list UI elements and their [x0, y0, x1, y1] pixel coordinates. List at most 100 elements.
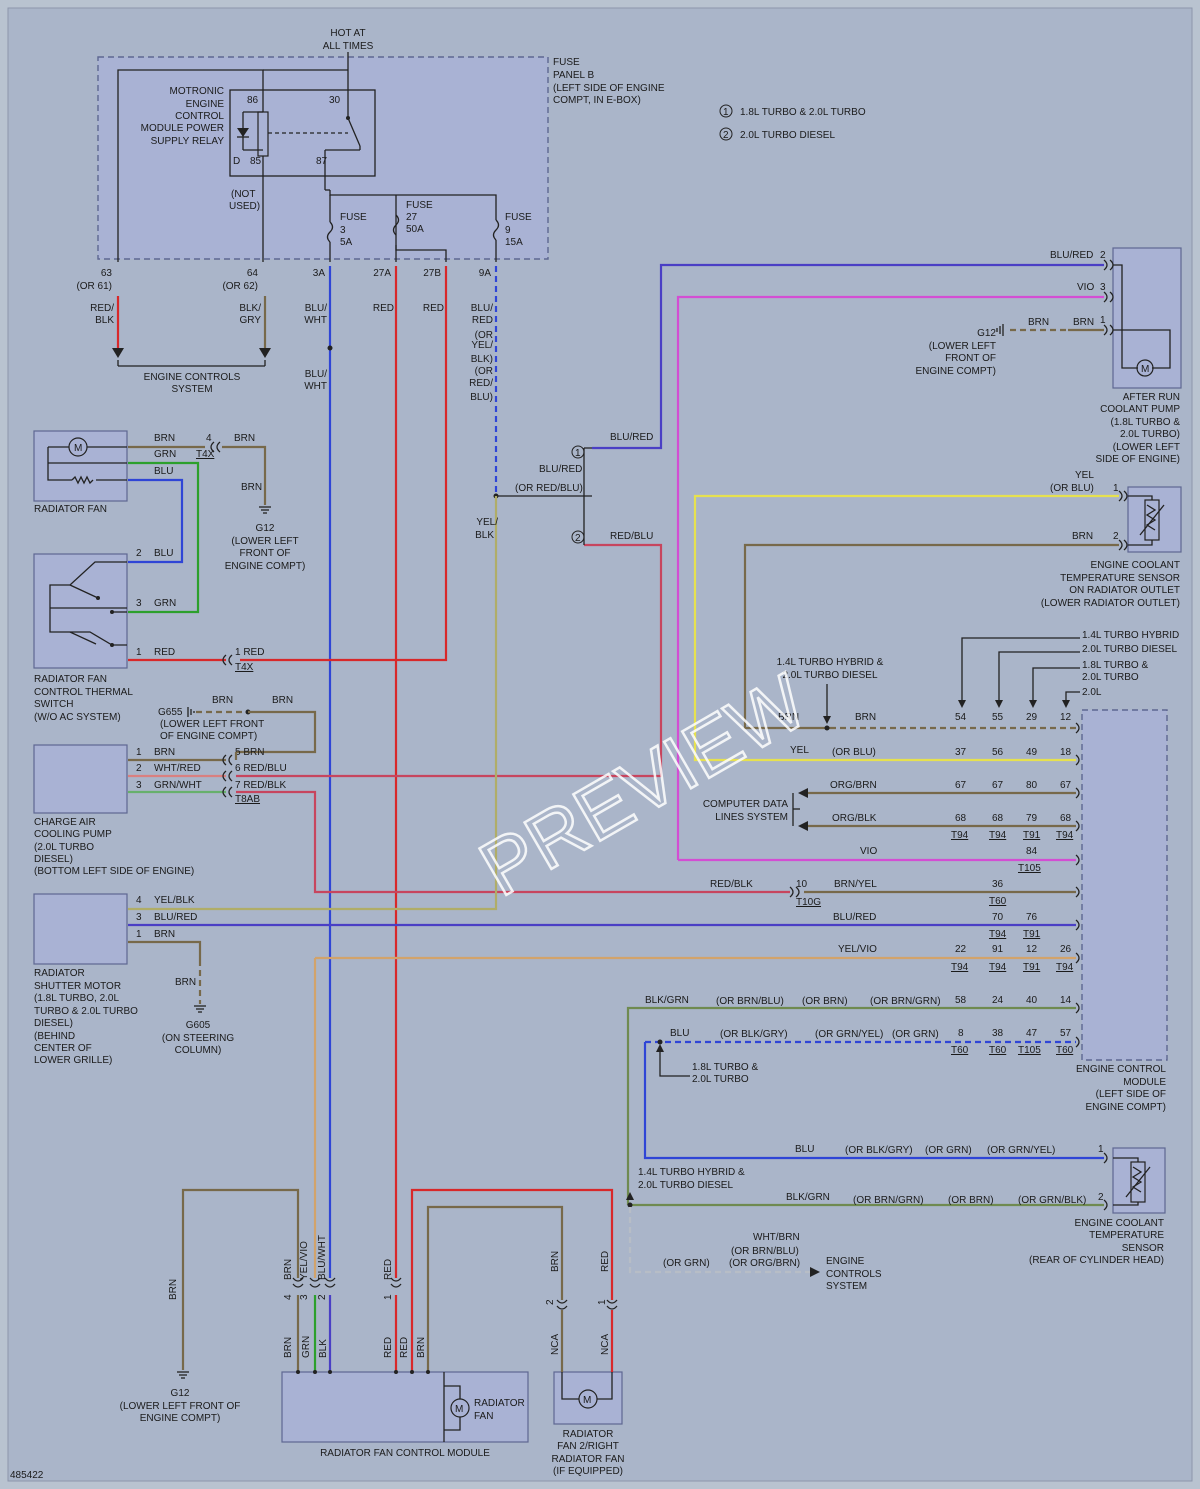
e2-r2-2: (OR BRN/GRN): [853, 1195, 924, 1206]
w9a-7: RED/: [469, 378, 493, 389]
ts-w3: GRN: [154, 598, 176, 609]
ecm-obk-c2: T94: [989, 830, 1007, 841]
sm-w5: BRN: [175, 977, 196, 988]
e2-r1-2: (OR BLK/GRY): [845, 1145, 913, 1156]
split-w-a: BLU/RED: [610, 432, 653, 443]
fan2-label-1: RADIATOR: [563, 1429, 614, 1440]
fuse-panel-label-2: PANEL B: [553, 70, 594, 81]
term-27a: 27A: [373, 268, 391, 279]
fuse9-l2: 9: [505, 225, 511, 236]
fcm-label: RADIATOR FAN CONTROL MODULE: [320, 1448, 490, 1459]
g655-l3: OF ENGINE COMPT): [160, 731, 257, 742]
doc-id: 485422: [10, 1470, 44, 1481]
relay-box: [229, 89, 376, 177]
cp-w1: BRN: [154, 747, 175, 758]
ecm-yv-c3: T91: [1023, 962, 1041, 973]
ecm-bl-or3: (OR GRN): [892, 1029, 939, 1040]
pin-86: 86: [247, 95, 259, 106]
fcm-pin4: 4: [283, 1294, 294, 1300]
fuse27-l2: 27: [406, 212, 418, 223]
ts-p1: 1: [136, 647, 142, 658]
fan2-nca1: NCA: [550, 1334, 561, 1355]
hot-label-1: HOT AT: [330, 28, 365, 39]
ecm-bg-or2: (OR BRN): [802, 996, 848, 1007]
ecm-bl-57: 57: [1060, 1028, 1072, 1039]
e2-r1-4: (OR GRN/YEL): [987, 1145, 1055, 1156]
ecm-ob-2: 67: [992, 780, 1004, 791]
g655-l1: G655: [158, 707, 183, 718]
ap-label-6: SIDE OF ENGINE): [1096, 454, 1180, 465]
ecm-v14-2: 2.0L TURBO DIESEL: [782, 670, 877, 681]
g605-3: COLUMN): [175, 1045, 222, 1056]
g605-1: G605: [186, 1020, 211, 1031]
fcm-fan-1: RADIATOR: [474, 1398, 525, 1409]
e1-w1: YEL: [1075, 470, 1094, 481]
w3a-1: BLU/: [305, 303, 327, 314]
e1-label-1: ENGINE COOLANT: [1091, 560, 1180, 571]
w9a-8: BLU): [470, 392, 493, 403]
legend-text-1: 1.8L TURBO & 2.0L TURBO: [740, 107, 866, 118]
ap-label-5: (LOWER LEFT: [1113, 442, 1180, 453]
fuse-panel-label-3: (LEFT SIDE OF ENGINE: [553, 83, 665, 94]
fcm-bot-5: RED: [399, 1337, 410, 1358]
ts-t4x: T4X: [235, 662, 254, 673]
ecm-yv-c4: T94: [1056, 962, 1074, 973]
shutter-motor: 4 YEL/BLK 3 BLU/RED 1 BRN BRN G605 (ON S…: [33, 496, 1076, 1066]
sm-label-3: (1.8L TURBO, 2.0L: [34, 993, 119, 1004]
cp-p3: 3: [136, 780, 142, 791]
fuse3-l2: 3: [340, 225, 346, 236]
fcm-g12-3: ENGINE COMPT): [140, 1413, 221, 1424]
sm-label-8: LOWER GRILLE): [34, 1055, 112, 1066]
e2-label-3: SENSOR: [1122, 1243, 1164, 1254]
ecm-ob-4: 67: [1060, 780, 1072, 791]
ap-w1b: BRN: [1073, 317, 1094, 328]
fuse9-l3: 15A: [505, 237, 523, 248]
pin-d: D: [233, 156, 240, 167]
pin-87: 87: [316, 156, 328, 167]
after-run-pump: BLU/RED 2 VIO 3 BRN BRN 1 M G12 (LOWER L…: [915, 247, 1182, 465]
ts-w2: BLU: [154, 548, 173, 559]
ecm-bl-38: 38: [992, 1028, 1004, 1039]
radiator-fan-control-module: M RADIATOR FAN RADIATOR FAN CONTROL MODU…: [120, 958, 614, 1459]
cp-label-4: DIESEL): [34, 854, 73, 865]
ts-p1b: 1 RED: [235, 647, 264, 658]
e2-ecs-3: SYSTEM: [826, 1281, 867, 1292]
e1-w2: BRN: [1072, 531, 1093, 542]
term-3a: 3A: [313, 268, 326, 279]
g655-w1: BRN: [212, 695, 233, 706]
fuse-panel-label-4: COMPT, IN E-BOX): [553, 95, 641, 106]
fan2-label-3: RADIATOR FAN: [552, 1454, 625, 1465]
fcm-bot-4: RED: [383, 1337, 394, 1358]
w64-1: BLK/: [239, 303, 261, 314]
ecm-obk-1: 68: [955, 813, 967, 824]
rf-w2: GRN: [154, 449, 176, 460]
ap-label-2: COOLANT PUMP: [1100, 404, 1180, 415]
svg-text:M: M: [1141, 364, 1149, 375]
ap-g12-3: FRONT OF: [945, 353, 996, 364]
fcm-top-red: RED: [383, 1259, 394, 1280]
g12-brn: BRN: [168, 1279, 179, 1300]
e2-wb-3: (OR ORG/BRN): [729, 1258, 800, 1269]
ects-cylinder-head: BLU (OR BLK/GRY) (OR GRN) (OR GRN/YEL) 1…: [626, 1144, 1166, 1292]
ts-label-1: RADIATOR FAN: [34, 674, 107, 685]
ecm-bg-14: 14: [1060, 995, 1072, 1006]
legend: 1 1.8L TURBO & 2.0L TURBO 2 2.0L TURBO D…: [719, 104, 866, 141]
ecm-col-55: 55: [992, 712, 1004, 723]
ecm-bl-c3: T105: [1018, 1045, 1041, 1056]
pin-30: 30: [329, 95, 341, 106]
ecm-yel-49: 49: [1026, 747, 1038, 758]
ap-label-1: AFTER RUN: [1123, 392, 1180, 403]
rf-g12-3: FRONT OF: [240, 548, 291, 559]
ecm-ob-1: 67: [955, 780, 967, 791]
ecs-label-1: ENGINE CONTROLS: [144, 372, 241, 383]
ecm-ob: ORG/BRN: [830, 780, 877, 791]
w63-2: BLK: [95, 315, 114, 326]
fcm-bot-1: BRN: [283, 1337, 294, 1358]
term-9a: 9A: [479, 268, 492, 279]
w9a-1: BLU/: [471, 303, 493, 314]
ap-g12-1: G12: [977, 328, 996, 339]
svg-text:M: M: [455, 1404, 463, 1415]
ecm-yel-37: 37: [955, 747, 967, 758]
w3a2-1: BLU/: [305, 369, 327, 380]
term-64b: (OR 62): [222, 281, 258, 292]
